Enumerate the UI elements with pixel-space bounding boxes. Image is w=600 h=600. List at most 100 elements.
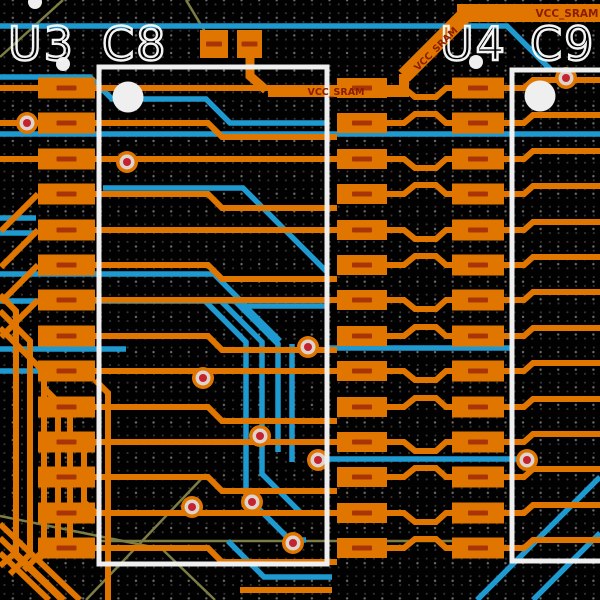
copper-trace-top[interactable]	[504, 325, 600, 339]
copper-trace-top[interactable]	[0, 521, 83, 600]
copper-trace-top[interactable]	[95, 474, 337, 494]
via-hole	[188, 503, 196, 511]
copper-trace-top[interactable]	[504, 254, 600, 268]
ratsnest-line[interactable]	[161, 548, 216, 600]
copper-power-trace[interactable]	[245, 57, 269, 94]
pad-label-text	[56, 404, 77, 410]
net-label-vcc-sram-horizontal: VCC_SRAM	[307, 87, 364, 98]
copper-trace-top[interactable]	[504, 360, 600, 374]
copper-trace-top[interactable]	[0, 550, 52, 600]
via-hole	[256, 432, 264, 440]
copper-trace-top[interactable]	[95, 191, 337, 211]
silkscreen-outline[interactable]	[509, 67, 600, 564]
pad-label-text	[352, 474, 372, 480]
pad-label-text	[468, 156, 488, 162]
net-label-vcc-sram-band: VCC_SRAM	[535, 8, 598, 20]
copper-trace-top[interactable]	[0, 262, 41, 305]
copper-trace-top[interactable]	[10, 550, 65, 600]
pad-label-text	[352, 262, 372, 268]
copper-trace-top[interactable]	[387, 227, 452, 242]
pin1-marker	[469, 55, 483, 69]
copper-trace-top[interactable]	[387, 156, 452, 171]
pad-label-text	[468, 545, 488, 551]
copper-trace-top[interactable]	[504, 502, 600, 516]
silkscreen-outline[interactable]	[96, 64, 330, 567]
via-hole	[314, 456, 322, 464]
copper-trace-bottom[interactable]	[0, 74, 326, 126]
pad-label-text	[352, 191, 372, 197]
copper-trace-top[interactable]	[387, 395, 452, 410]
copper-trace-top[interactable]	[387, 510, 452, 525]
copper-trace-top[interactable]	[504, 431, 600, 445]
pad-label-text	[468, 404, 488, 410]
pad-label-text	[468, 297, 488, 303]
copper-trace-top[interactable]	[0, 191, 41, 234]
via-hole	[523, 456, 531, 464]
copper-trace-top[interactable]	[504, 219, 600, 233]
copper-trace-top[interactable]	[387, 465, 452, 480]
copper-trace-top[interactable]	[387, 439, 452, 454]
pad-label-text	[352, 85, 372, 91]
via-hole	[123, 158, 131, 166]
pad-label-text	[56, 297, 77, 303]
copper-trace-top[interactable]	[95, 120, 337, 140]
copper-trace-bottom[interactable]	[226, 539, 332, 580]
pin1-marker	[56, 57, 70, 71]
copper-trace-bottom[interactable]	[531, 531, 600, 600]
pad-label-text	[352, 297, 372, 303]
copper-trace-top[interactable]	[387, 324, 452, 339]
via-hole	[248, 498, 256, 506]
via-hole	[199, 374, 207, 382]
copper-trace-top[interactable]	[387, 253, 452, 268]
ref-label-c8[interactable]: C8	[101, 16, 167, 72]
pad-label-text	[56, 333, 77, 339]
copper-trace-top[interactable]	[387, 536, 452, 551]
copper-power-trace[interactable]	[398, 8, 472, 82]
copper-trace-top[interactable]	[0, 297, 41, 340]
ref-label-c9[interactable]: C9	[529, 16, 595, 72]
pad-label-text	[468, 474, 488, 480]
copper-trace-bottom[interactable]	[0, 23, 553, 72]
pad-label-text	[206, 41, 222, 47]
pad-label-text	[56, 191, 77, 197]
pad-label-text	[352, 404, 372, 410]
pad-label-text	[468, 262, 488, 268]
copper-trace-top[interactable]	[0, 227, 41, 270]
copper-trace-top[interactable]	[387, 368, 452, 383]
pad-label-text	[241, 41, 258, 47]
copper-trace-top[interactable]	[387, 297, 452, 312]
copper-trace-bottom[interactable]	[234, 300, 281, 452]
copper-trace-top[interactable]	[387, 182, 452, 197]
pad-label-text	[56, 120, 77, 126]
copper-power-band[interactable]	[457, 4, 600, 22]
pad-label-text	[468, 120, 488, 126]
pin1-marker	[28, 0, 42, 9]
copper-trace-top[interactable]	[95, 404, 337, 424]
copper-trace-top[interactable]	[504, 148, 600, 162]
copper-trace-top[interactable]	[387, 111, 452, 126]
through-hole-pad[interactable]	[112, 81, 144, 113]
ref-label-u4[interactable]: U4	[439, 16, 507, 72]
copper-trace-top[interactable]	[95, 333, 337, 353]
copper-trace-bottom[interactable]	[103, 185, 328, 273]
pad-label-text	[468, 85, 488, 91]
copper-trace-top[interactable]	[504, 466, 600, 480]
ref-label-u3[interactable]: U3	[7, 16, 75, 72]
copper-trace-top[interactable]	[95, 262, 337, 282]
pad-label-text	[56, 439, 77, 445]
copper-trace-top[interactable]	[0, 308, 33, 577]
through-hole-pad[interactable]	[524, 80, 556, 112]
pad-label-text	[56, 510, 77, 516]
pad-label-text	[352, 368, 372, 374]
copper-trace-top[interactable]	[504, 183, 600, 197]
copper-trace-top[interactable]	[504, 396, 600, 410]
copper-trace-top[interactable]	[504, 112, 600, 126]
pad-label-text	[468, 333, 488, 339]
copper-trace-top[interactable]	[504, 289, 600, 303]
pad-label-text	[468, 439, 488, 445]
pad-label-text	[468, 510, 488, 516]
pad-label-text	[56, 368, 77, 374]
copper-trace-bottom[interactable]	[0, 271, 326, 309]
